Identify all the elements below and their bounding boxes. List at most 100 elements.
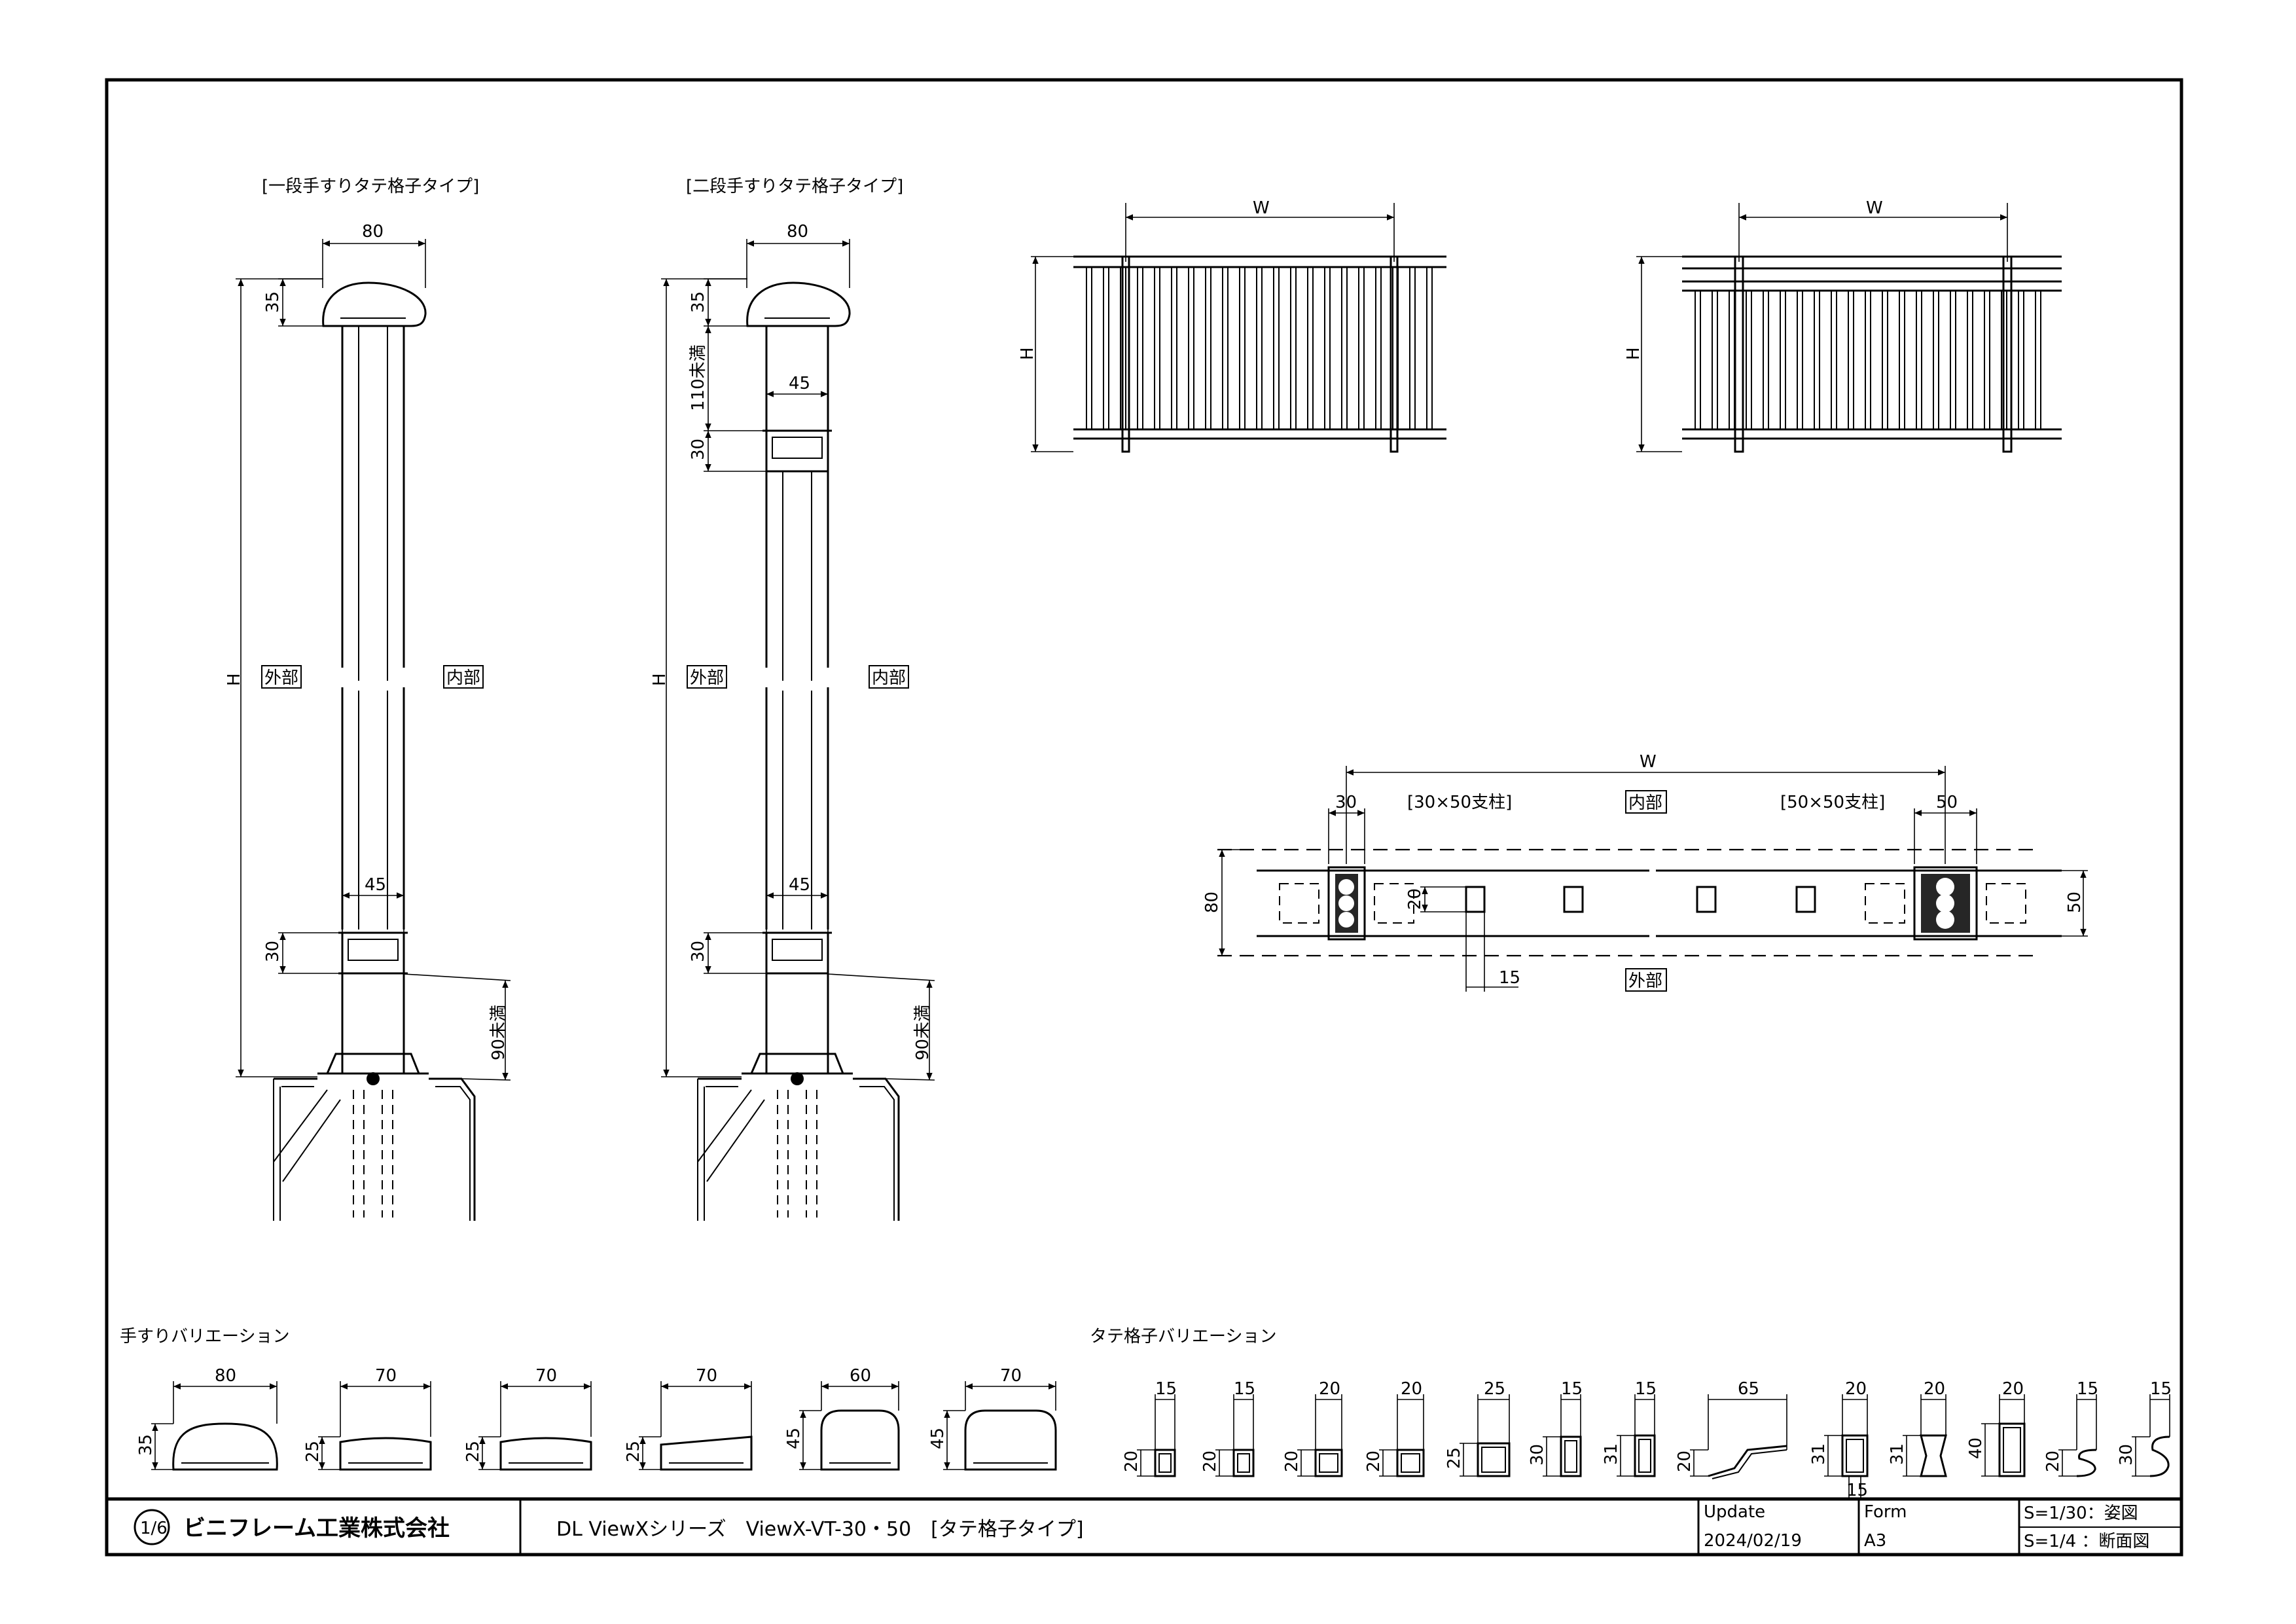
baluster-width-label: 65 [1738,1379,1759,1399]
baluster-width-label: 20 [1319,1379,1340,1399]
handrail-width-label: 70 [535,1366,557,1386]
dim-90-double: 90未満 [913,1005,933,1060]
baluster-width-label: 15 [1635,1379,1657,1399]
company-name: ビニフレーム工業株式会社 [183,1515,450,1542]
handrail-width-label: 70 [1000,1366,1022,1386]
dim-H-front2: H [1624,347,1643,360]
dim-30-single-bottom: 30 [263,941,283,962]
front-elevation-single: W H [1018,198,1446,453]
label-outside-plan: 外部 [1628,971,1662,991]
baluster-width-label: 20 [1924,1379,1945,1399]
form-value: A3 [1864,1531,1886,1551]
baluster-variations: タテ格子バリエーション 1520152020202020252515301531… [1090,1327,2172,1500]
baluster-variations-title: タテ格子バリエーション [1090,1327,1276,1346]
dim-15-plan: 15 [1499,968,1520,988]
dim-W-front1: W [1253,198,1270,218]
handrail-height-label: 35 [136,1434,156,1456]
baluster-width-label: 15 [2150,1379,2172,1399]
baluster-height-label: 30 [1528,1444,1547,1466]
handrail-profile: 60 45 [784,1366,900,1471]
handrail-height-label: 25 [463,1441,483,1462]
sheet-frame [105,78,2183,1557]
baluster-width-label: 20 [1401,1379,1422,1399]
dim-20-plan: 20 [1405,888,1425,910]
scale-elevation: S=1/30：姿図 [2024,1504,2138,1523]
baluster-height-label: 31 [1888,1443,1907,1465]
handrail-profile: 70 25 [624,1366,753,1471]
baluster-extra-label: 15 [1846,1481,1868,1500]
double-rail-elevation: [二段手すりタテ格子タイプ] 80 35 45 110未満 30 [650,177,935,1221]
dim-50-plan-right: 50 [2065,892,2085,913]
baluster-height-label: 31 [1809,1443,1829,1465]
handrail-profile: 70 25 [303,1366,432,1471]
dim-35-double: 35 [689,291,708,313]
dim-H-single: H [224,673,244,686]
handrail-profile: 70 25 [463,1366,592,1471]
baluster-height-label: 20 [1122,1451,1141,1472]
handrail-width-label: 80 [215,1366,236,1386]
dim-80-double: 80 [787,222,808,242]
dim-30-double-bottom: 30 [689,941,708,962]
dim-35-single: 35 [263,291,283,313]
baluster-width-label: 20 [2002,1379,2024,1399]
baluster-height-label: 20 [1364,1451,1384,1472]
baluster-width-label: 15 [2077,1379,2098,1399]
handrail-width-label: 70 [696,1366,717,1386]
label-inside-plan: 内部 [1628,793,1662,813]
baluster-width-label: 15 [1155,1379,1177,1399]
label-inside-single: 内部 [446,668,480,688]
dim-90-single: 90未満 [489,1005,509,1060]
company-logo [134,1509,170,1545]
handrail-variations-title: 手すりバリエーション [120,1327,289,1346]
front-elevation-double: W H [1624,198,2062,453]
baluster-width-label: 25 [1484,1379,1505,1399]
baluster-height-label: 20 [1200,1451,1220,1472]
label-post-50x50: [50×50支柱] [1780,793,1885,812]
handrail-width-label: 70 [375,1366,397,1386]
update-label: Update [1704,1502,1765,1522]
dim-30-plan: 30 [1335,793,1357,812]
handrail-width-label: 60 [850,1366,871,1386]
handrail-height-label: 45 [784,1428,804,1449]
dim-30-double-mid: 30 [689,439,708,460]
svg-text:1/6: 1/6 [140,1519,168,1538]
title-block: 1/6 ビニフレーム工業株式会社 DL ViewXシリーズ ViewX-VT-3… [107,1497,2181,1555]
baluster-width-label: 15 [1561,1379,1583,1399]
dim-H-double: H [650,673,670,686]
handrail-height-label: 25 [624,1441,643,1462]
baluster-height-label: 20 [2043,1451,2063,1472]
double-rail-title: [二段手すりタテ格子タイプ] [686,177,903,196]
label-post-30x50: [30×50支柱] [1407,793,1512,812]
scale-section: S=1/4 ：断面図 [2024,1532,2149,1551]
dim-110-double: 110未満 [689,344,708,411]
dim-80-single: 80 [362,222,384,242]
baluster-height-label: 20 [1282,1451,1302,1472]
baluster-height-label: 31 [1602,1443,1621,1465]
baluster-height-label: 20 [1675,1451,1695,1472]
label-inside-double: 内部 [872,668,906,688]
dim-W-plan: W [1640,752,1657,772]
single-rail-title: [一段手すりタテ格子タイプ] [262,177,479,196]
baluster-profile: 65 20 [1675,1379,1787,1479]
handrail-height-label: 25 [303,1441,323,1462]
single-rail-elevation: [一段手すりタテ格子タイプ] 80 35 [224,177,511,1221]
dim-45-single-bottom: 45 [365,875,386,895]
update-value: 2024/02/19 [1704,1531,1802,1551]
dim-80-plan: 80 [1202,892,1222,913]
form-label: Form [1864,1502,1907,1522]
